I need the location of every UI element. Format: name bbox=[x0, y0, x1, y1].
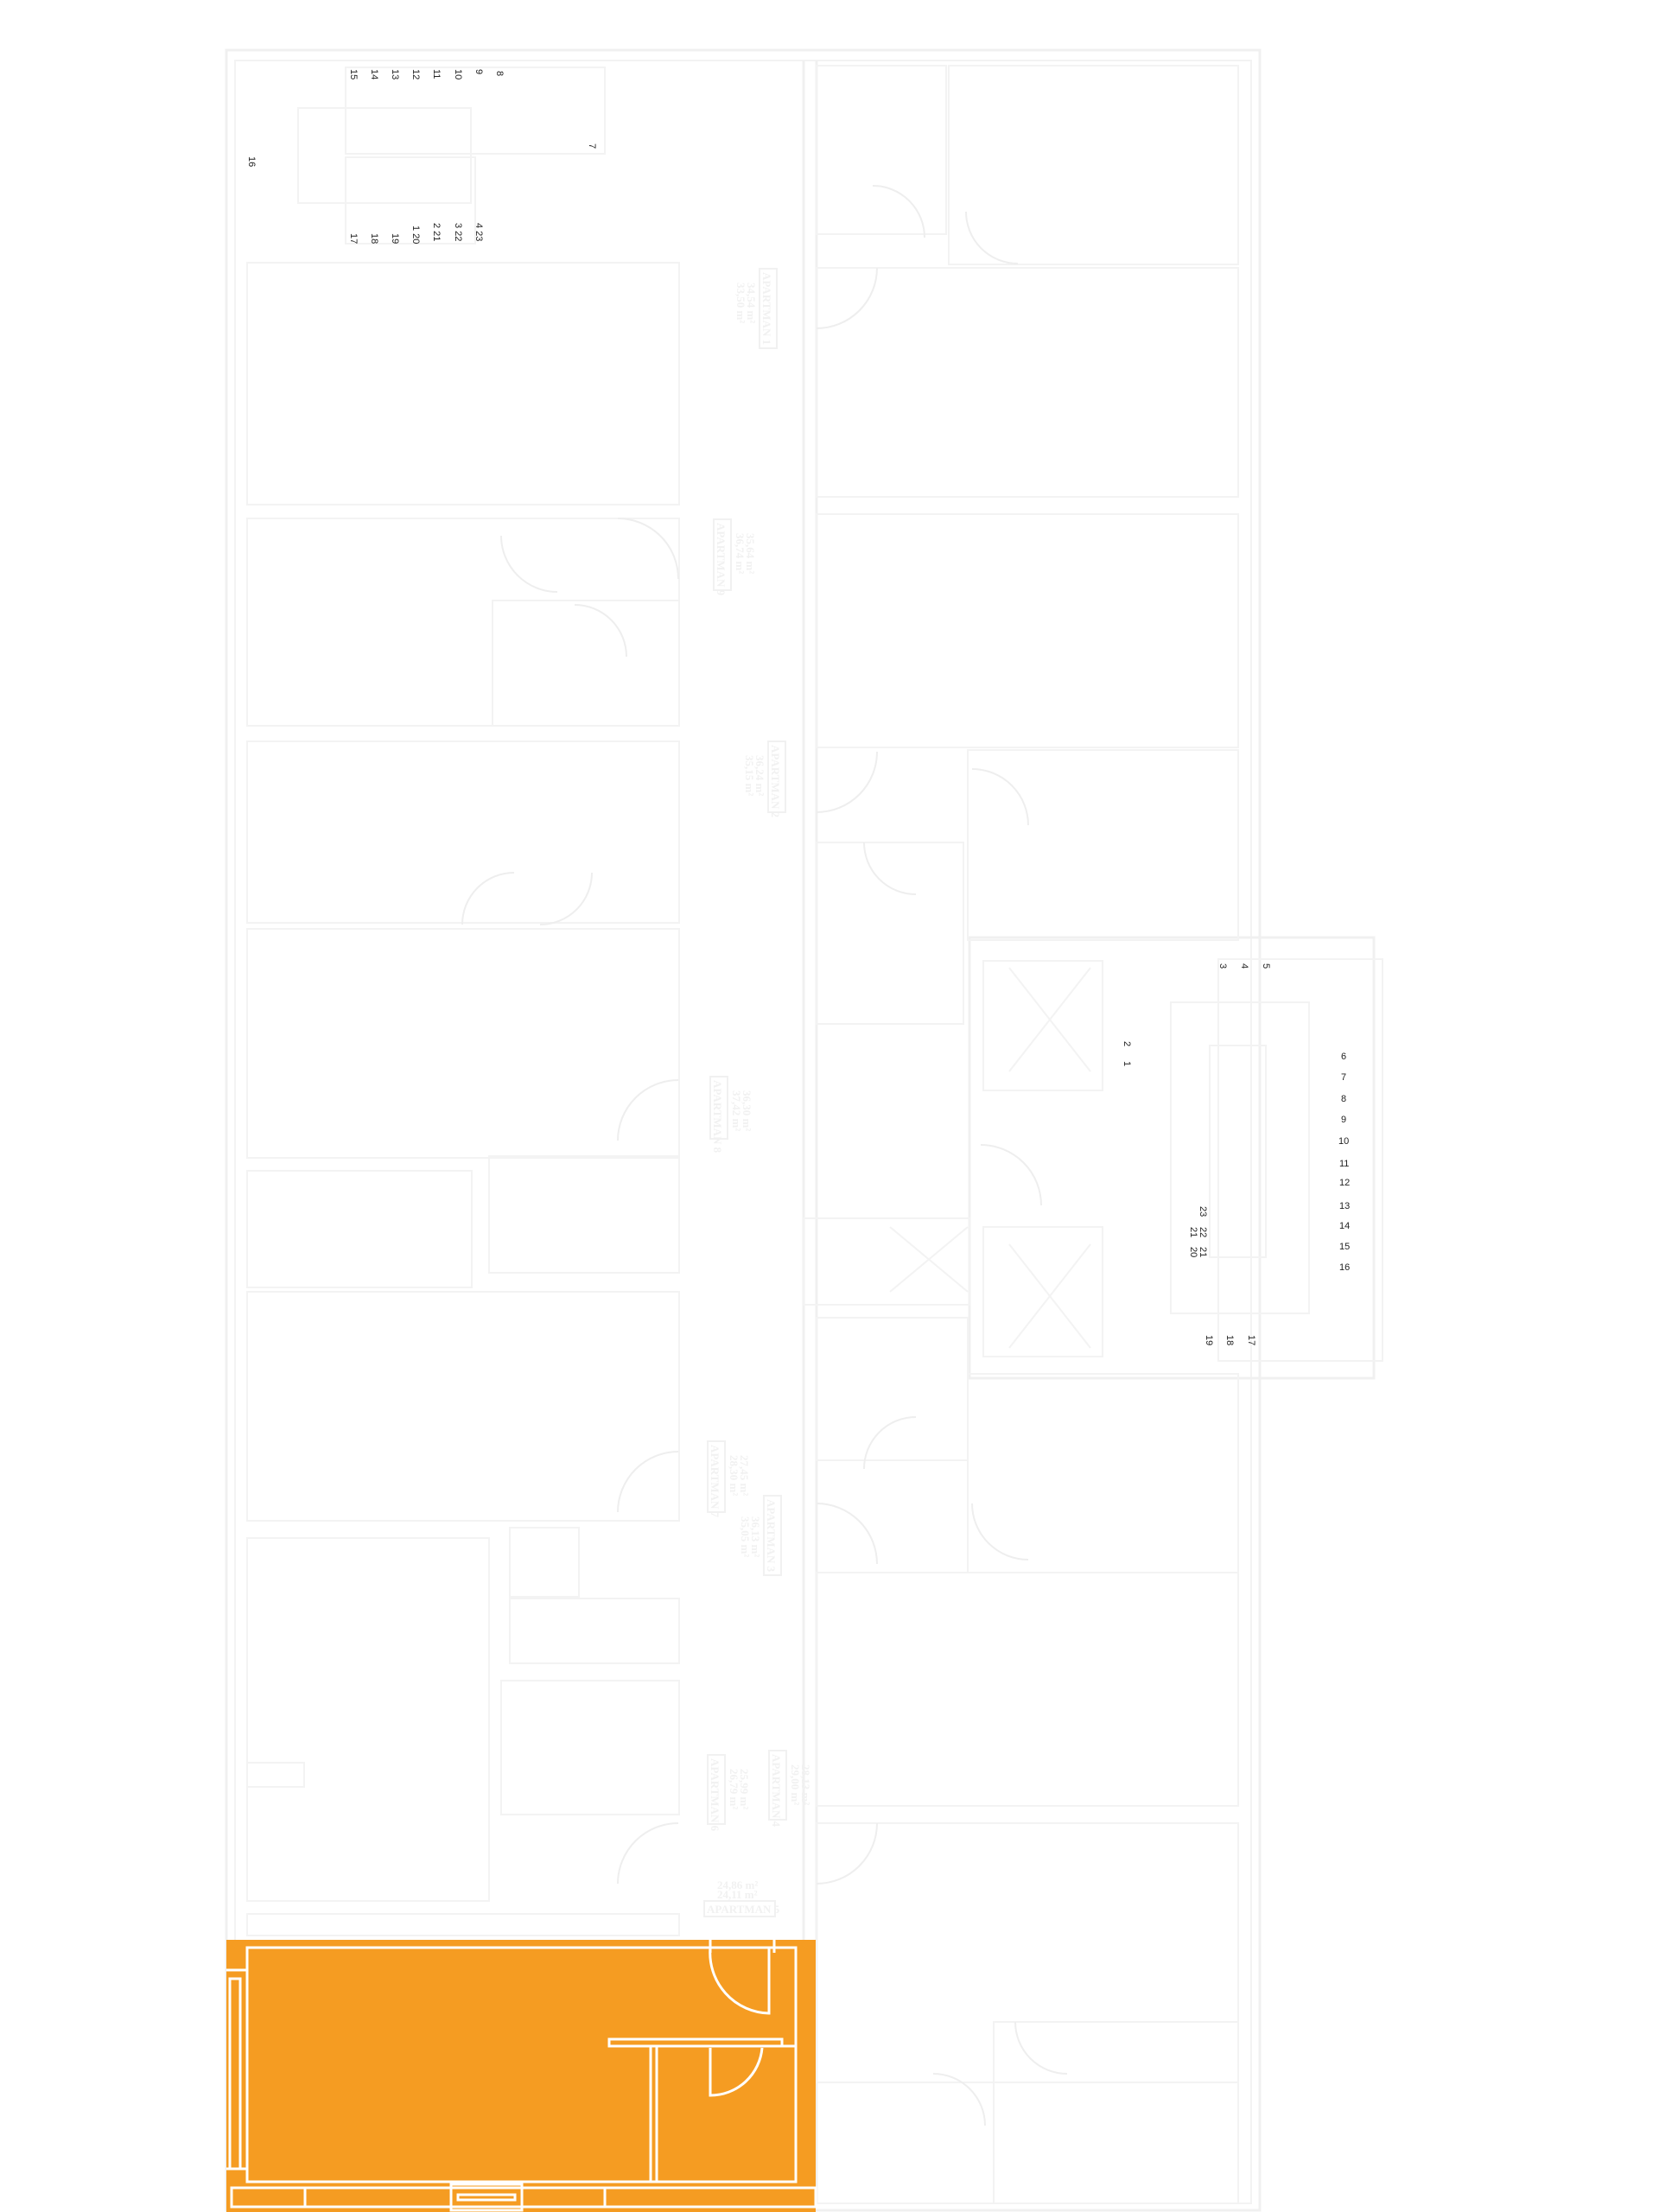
unit-fill[interactable] bbox=[226, 1940, 816, 2212]
stair-step-number: 2 bbox=[1122, 1041, 1132, 1046]
stair-step-number: 1 bbox=[1122, 1061, 1132, 1066]
apartment-area-net: 24,11 m² bbox=[717, 1888, 758, 1901]
stair-step-number: 9 bbox=[474, 69, 484, 74]
elevator-core bbox=[803, 960, 1103, 1357]
stair-step-number: 11 bbox=[1339, 1159, 1349, 1169]
apartment-label: APARTMAN 2 36,24 m² 35,15 m² bbox=[743, 741, 786, 817]
stair-step-number: 13 bbox=[1339, 1201, 1350, 1211]
apartment-name: APARTMAN 9 bbox=[715, 523, 728, 596]
apartment-name: APARTMAN 5 bbox=[707, 1903, 780, 1916]
apartment-area-gross: 24,86 m² bbox=[717, 1878, 758, 1891]
apartment-name: APARTMAN 8 bbox=[711, 1080, 724, 1154]
stair-step-number: 10 bbox=[1338, 1136, 1349, 1147]
apartment-label: APARTMAN 1 34,54 m² 33,50 m² bbox=[734, 268, 778, 349]
stair-step-number: 7 bbox=[587, 143, 597, 149]
stair-step-number: 22 bbox=[1198, 1227, 1208, 1237]
stair-step-number: 3 22 bbox=[453, 223, 463, 241]
apartment-area-gross: 26,79 m² bbox=[728, 1769, 741, 1809]
apartment-area-gross: 28,30 m² bbox=[728, 1455, 741, 1496]
stair-step-number: 4 bbox=[1239, 963, 1249, 969]
apartment-name: APARTMAN 6 bbox=[709, 1758, 721, 1832]
stair-step-number: 11 bbox=[431, 69, 442, 79]
highlighted-unit[interactable] bbox=[226, 1940, 817, 2212]
stair-step-number: 15 bbox=[348, 69, 359, 79]
stair-step-number: 7 bbox=[1341, 1072, 1346, 1083]
stair-step-number: 20 bbox=[1188, 1247, 1198, 1257]
apartment-area-net: 36,30 m² bbox=[741, 1090, 753, 1131]
stair-step-number: 12 bbox=[1339, 1178, 1350, 1188]
apartment-area-net: 33,50 m² bbox=[734, 283, 747, 323]
stair-step-number: 12 bbox=[410, 69, 421, 79]
stair-step-number: 18 bbox=[369, 233, 379, 244]
apartment-area-gross: 37,42 m² bbox=[730, 1090, 743, 1131]
stair-step-number: 21 bbox=[1188, 1227, 1198, 1237]
stair-step-number: 16 bbox=[1339, 1262, 1350, 1273]
apartment-area-gross: 36,24 m² bbox=[753, 755, 766, 796]
left-rooms bbox=[246, 262, 680, 1936]
apartment-label: APARTMAN 8 37,42 m² 36,30 m² bbox=[709, 1076, 753, 1154]
stair-north bbox=[297, 67, 606, 245]
stair-east bbox=[1170, 958, 1383, 1362]
apartment-area-net: 35,64 m² bbox=[744, 533, 757, 574]
stair-step-number: 17 bbox=[1246, 1335, 1256, 1345]
stair-step-number: 8 bbox=[1341, 1094, 1346, 1104]
apartment-labels: APARTMAN 1 34,54 m² 33,50 m² APARTMAN 2 … bbox=[703, 268, 812, 1917]
apartment-label: APARTMAN 3 36,13 m² 35,05 m² bbox=[739, 1495, 782, 1576]
stair-step-number: 5 bbox=[1261, 963, 1271, 969]
apartment-label: APARTMAN 4 29,00 m² 28,13 m² bbox=[768, 1750, 812, 1827]
stair-step-number: 1 20 bbox=[410, 226, 421, 244]
stair-step-number: 4 23 bbox=[474, 223, 484, 241]
stair-step-number: 17 bbox=[348, 233, 359, 244]
apartment-area-gross: 29,00 m² bbox=[789, 1764, 802, 1805]
stair-east-numbers: 3 4 5 2 1 6 7 8 9 10 11 12 13 14 15 16 2… bbox=[1122, 963, 1350, 1345]
stair-step-number: 14 bbox=[1339, 1221, 1350, 1231]
stair-step-number: 15 bbox=[1339, 1242, 1350, 1252]
apartment-area-net: 35,05 m² bbox=[739, 1516, 752, 1557]
stair-step-number: 21 bbox=[1198, 1247, 1208, 1257]
stair-step-number: 6 bbox=[1341, 1052, 1346, 1062]
apartment-area-gross: 34,54 m² bbox=[745, 283, 758, 323]
stair-step-number: 19 bbox=[390, 233, 400, 244]
apartment-area-net: 27,45 m² bbox=[738, 1455, 751, 1496]
apartment-name: APARTMAN 3 bbox=[765, 1499, 778, 1573]
apartment-name: APARTMAN 7 bbox=[709, 1445, 721, 1518]
doors bbox=[461, 185, 1068, 2126]
right-rooms bbox=[816, 65, 1239, 2204]
building-outline bbox=[225, 48, 1376, 2212]
apartment-name: APARTMAN 4 bbox=[770, 1754, 783, 1827]
apartment-area-net: 25,99 m² bbox=[738, 1769, 751, 1809]
apartment-name: APARTMAN 1 bbox=[760, 272, 773, 345]
apartment-area-gross: 36,74 m² bbox=[734, 533, 747, 574]
apartment-label: APARTMAN 5 24,86 m² 24,11 m² bbox=[703, 1878, 780, 1917]
apartment-area-net: 28,13 m² bbox=[799, 1764, 812, 1805]
apartment-label: APARTMAN 7 28,30 m² 27,45 m² bbox=[707, 1440, 751, 1518]
apartment-label: APARTMAN 9 36,74 m² 35,64 m² bbox=[713, 518, 757, 596]
stair-step-number: 8 bbox=[494, 71, 505, 76]
stair-step-number: 10 bbox=[453, 69, 463, 79]
stair-step-number: 3 bbox=[1217, 963, 1228, 969]
apartment-label: APARTMAN 6 26,79 m² 25,99 m² bbox=[707, 1754, 751, 1832]
stair-step-number: 19 bbox=[1204, 1335, 1214, 1345]
apartment-name: APARTMAN 2 bbox=[769, 745, 782, 817]
stair-step-number: 18 bbox=[1224, 1335, 1235, 1345]
apartment-area-gross: 36,13 m² bbox=[749, 1516, 762, 1557]
apartment-area-net: 35,15 m² bbox=[743, 755, 756, 796]
stair-step-number: 2 21 bbox=[431, 223, 442, 241]
stair-step-number: 23 bbox=[1198, 1206, 1208, 1217]
stair-step-number: 9 bbox=[1341, 1115, 1346, 1125]
stair-step-number: 16 bbox=[246, 156, 257, 167]
stair-north-numbers: 15 14 13 12 11 10 9 8 7 16 17 18 19 1 20… bbox=[246, 69, 597, 244]
stair-step-number: 13 bbox=[390, 69, 400, 79]
stair-step-number: 14 bbox=[369, 69, 379, 79]
